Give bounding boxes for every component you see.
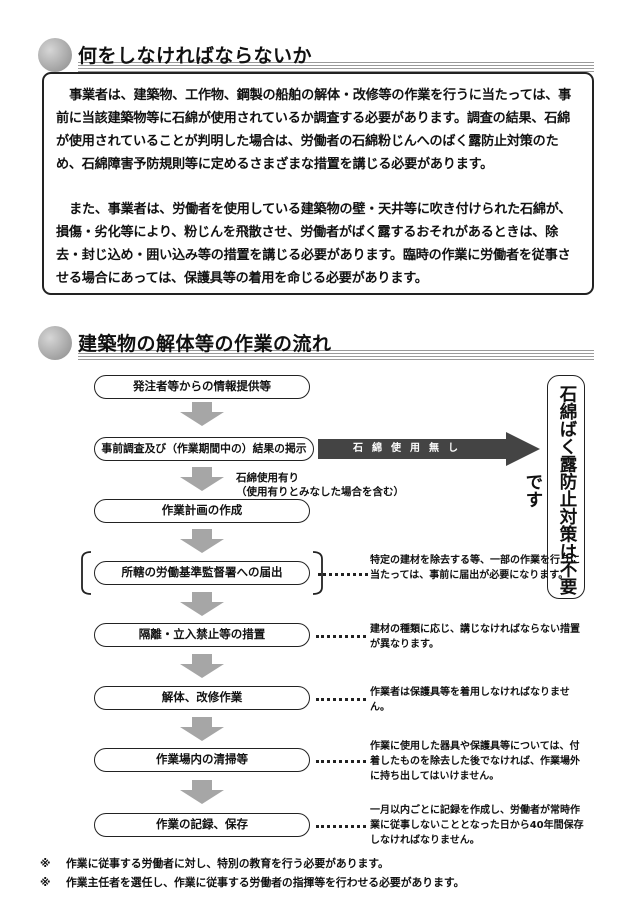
flow-step-demolition: 解体、改修作業 bbox=[94, 686, 310, 710]
header-stripes bbox=[78, 350, 594, 361]
requirements-box: 事業者は、建築物、工作物、鋼製の船舶の解体・改修等の作業を行うに当たっては、事前… bbox=[42, 72, 594, 295]
flow-step-isolation: 隔離・立入禁止等の措置 bbox=[94, 623, 310, 647]
down-arrow-icon bbox=[180, 780, 224, 804]
flow-step-notification: 所轄の労働基準監督署への届出 bbox=[94, 561, 310, 585]
flow-step-work-plan: 作業計画の作成 bbox=[94, 499, 310, 523]
requirements-paragraph-2: また、事業者は、労働者を使用している建築物の壁・天井等に吹き付けられた石綿が、損… bbox=[56, 202, 572, 286]
note-notification: 特定の建材を除去する等、一部の作業を行うに当たっては、事前に届出が必要になります… bbox=[370, 555, 580, 581]
footnote: ※ 作業主任者を選任し、作業に従事する労働者の指揮等を行わせる必要があります。 bbox=[40, 874, 464, 890]
flow-step-info-provision: 発注者等からの情報提供等 bbox=[94, 375, 310, 399]
footnote-mark: ※ bbox=[40, 876, 51, 889]
footnote-text: 作業に従事する労働者に対し、特別の教育を行う必要があります。 bbox=[66, 857, 389, 870]
flow-step-records: 作業の記録、保存 bbox=[94, 813, 310, 837]
section-header-flow: 建築物の解体等の作業の流れ bbox=[38, 324, 594, 362]
no-measures-needed-box: 石綿ばく露防止対策は不要です bbox=[523, 375, 585, 599]
section-title: 何をしなければならないか bbox=[78, 45, 313, 67]
asbestos-used-text: 石綿使用有り bbox=[236, 472, 299, 484]
down-arrow-icon bbox=[180, 467, 224, 491]
header-stripes bbox=[78, 62, 594, 73]
section-header-requirements: 何をしなければならないか bbox=[38, 36, 594, 74]
down-arrow-icon bbox=[180, 654, 224, 678]
left-bracket-icon bbox=[81, 551, 92, 595]
connector-dots bbox=[318, 573, 368, 576]
down-arrow-icon bbox=[180, 402, 224, 426]
asbestos-used-label: 石綿使用有り （使用有りとみなした場合を含む） bbox=[236, 471, 404, 499]
connector-dots bbox=[316, 825, 366, 828]
footnote-mark: ※ bbox=[40, 857, 51, 870]
flow-step-preliminary-survey: 事前調査及び（作業期間中の）結果の掲示 bbox=[94, 437, 314, 461]
bullet-circle-icon bbox=[38, 38, 72, 72]
no-asbestos-label: 石綿使用無し bbox=[353, 443, 467, 454]
footnote-text: 作業主任者を選任し、作業に従事する労働者の指揮等を行わせる必要があります。 bbox=[66, 876, 465, 889]
section-title: 建築物の解体等の作業の流れ bbox=[78, 333, 332, 355]
connector-dots bbox=[316, 760, 366, 763]
note-cleaning: 作業に使用した器具や保護具等については、付着したものを除去した後でなければ、作業… bbox=[370, 741, 580, 782]
note-isolation: 建材の種類に応じ、講じなければならない措置が異なります。 bbox=[370, 624, 580, 650]
connector-dots bbox=[316, 698, 366, 701]
connector-dots bbox=[316, 635, 366, 638]
asbestos-used-subtext: （使用有りとみなした場合を含む） bbox=[236, 486, 404, 498]
no-asbestos-arrow-icon bbox=[318, 432, 540, 466]
down-arrow-icon bbox=[180, 529, 224, 553]
bullet-circle-icon bbox=[38, 326, 72, 360]
note-records: 一月以内ごとに記録を作成し、労働者が常時作業に従事しないこととなった日から40年… bbox=[370, 805, 584, 846]
requirements-paragraph-1: 事業者は、建築物、工作物、鋼製の船舶の解体・改修等の作業を行うに当たっては、事前… bbox=[56, 88, 572, 172]
flow-step-cleaning: 作業場内の清掃等 bbox=[94, 748, 310, 772]
down-arrow-icon bbox=[180, 717, 224, 741]
footnote: ※ 作業に従事する労働者に対し、特別の教育を行う必要があります。 bbox=[40, 855, 389, 871]
note-demolition: 作業者は保護具等を着用しなければなりません。 bbox=[370, 687, 570, 713]
down-arrow-icon bbox=[180, 592, 224, 616]
